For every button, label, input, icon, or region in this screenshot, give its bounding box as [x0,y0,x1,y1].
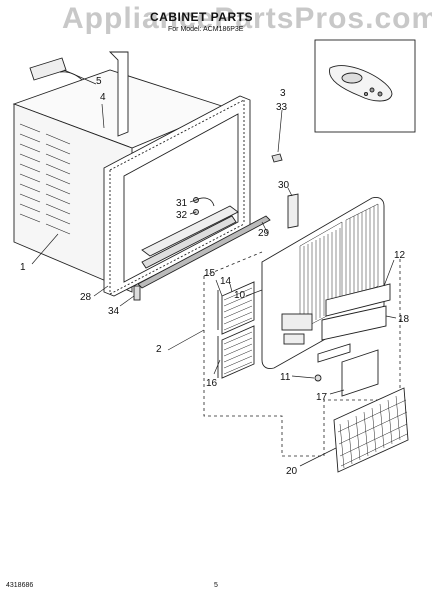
front-grille-part [333,387,409,473]
callout-11: 11 [280,372,291,383]
clip-part [133,285,141,301]
callout-12: 12 [394,250,406,261]
callout-15: 15 [204,268,216,279]
callout-33: 33 [276,102,288,113]
watermark-text: AppliancePartsPros.com [62,2,432,35]
remote-control-icon [329,65,393,102]
air-filter-parts [217,281,255,379]
callout-31: 31 [176,198,188,209]
callout-4: 4 [100,92,106,103]
front-grille-panel-part [261,197,385,369]
document-number: 4318686 [6,582,34,589]
callout-28: 28 [80,292,92,303]
callout-16: 16 [206,378,218,389]
curtain-strip-part [137,193,299,289]
page-subtitle: For Model: ACM186P3E [168,26,244,33]
callout-10: 10 [234,290,246,301]
callout-18: 18 [398,314,410,325]
callout-labels: 5 4 3 33 1 28 31 32 30 29 34 15 14 10 12… [20,76,410,477]
cabinet-shell-part [12,51,230,293]
page-number: 5 [214,582,218,589]
leader-lines [31,69,397,467]
callout-3: 3 [280,88,286,99]
callout-20: 20 [286,466,298,477]
front-frame-part [103,95,251,297]
page-title: CABINET PARTS [150,10,253,24]
callout-17: 17 [316,392,328,403]
callout-34: 34 [108,306,120,317]
screw-part [271,153,283,163]
front-panel-assembly-outline [203,251,401,457]
callout-1: 1 [20,262,26,273]
callout-30: 30 [278,180,290,191]
callout-5: 5 [96,76,102,87]
callout-32: 32 [176,210,188,221]
callout-14: 14 [220,276,232,287]
label-plate-part [29,57,67,81]
callout-2: 2 [156,344,162,355]
remote-control-inset [314,39,416,133]
callout-29: 29 [258,228,270,239]
trim-strip-parts [321,283,391,341]
control-door-part [314,343,379,397]
